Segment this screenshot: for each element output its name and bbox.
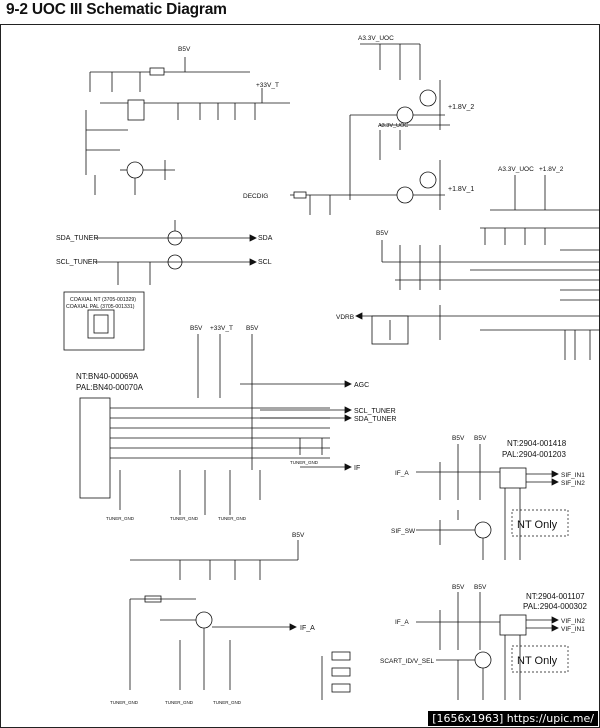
vif-section <box>416 592 559 700</box>
bottom-center-parts <box>321 651 351 700</box>
nt-only-box-2: NT Only <box>511 645 569 673</box>
vdrb-section <box>355 240 600 360</box>
scl-tuner-label: SCL_TUNER <box>56 259 98 266</box>
b5v-sif-label-a: B5V <box>452 435 465 442</box>
sda-tuner-out-label: SDA_TUNER <box>354 416 396 423</box>
coaxial-nt-label: COAXIAL NT (3705-001329) <box>70 297 136 303</box>
sda-tuner-label: SDA_TUNER <box>56 235 98 242</box>
scart-id-label: SCART_ID/V_SEL <box>380 658 434 665</box>
sif-sw-label: SIF_SW <box>391 528 416 535</box>
a33v-uoc-label-right: A3.3V_UOC <box>498 166 534 173</box>
nt-only-label-1: NT Only <box>517 519 558 531</box>
tuner-gnd-label-2: TUNER_GND <box>106 516 135 521</box>
b5v-tuner-label-a: B5V <box>190 325 203 332</box>
pal-vif-label: PAL:2904-000302 <box>523 602 587 611</box>
tuner-gnd-label-3: TUNER_GND <box>170 516 199 521</box>
nt-only-box-1: NT Only <box>511 509 569 537</box>
tuner-gnd-label-1: TUNER_GND <box>290 460 319 465</box>
vif-in2-label: VIF_IN2 <box>561 618 585 625</box>
nt-tuner-label: NT:BN40-00069A <box>76 372 139 381</box>
right-top-section <box>480 175 600 245</box>
right-bus-lines <box>560 249 600 301</box>
b5v-tuner-label-b: B5V <box>246 325 259 332</box>
tuner-gnd-label-5: TUNER_GND <box>110 700 139 705</box>
pal-sif-label: PAL:2904-001203 <box>502 450 566 459</box>
coaxial-section <box>63 291 145 351</box>
regulator-section <box>290 43 450 215</box>
nt-vif-label: NT:2904-001107 <box>526 592 585 601</box>
b5v-sif-label-b: B5V <box>474 435 487 442</box>
b5v-vif-label-a: B5V <box>452 584 465 591</box>
if-a-buffer-section <box>129 540 299 690</box>
nt-only-label-2: NT Only <box>517 655 558 667</box>
scl-tuner-out-label: SCL_TUNER <box>354 408 396 415</box>
sif-section <box>416 444 559 560</box>
tuner-gnd-label-7: TUNER_GND <box>213 700 242 705</box>
coaxial-pal-label: COAXIAL PAL (3705-001331) <box>66 304 135 310</box>
a33v-uoc-label-2: A3.3V_UOC <box>378 123 408 129</box>
tuner-gnd-label-4: TUNER_GND <box>218 516 247 521</box>
i2c-section <box>95 220 257 285</box>
tuner-section <box>79 334 352 515</box>
b5v-mid-label: B5V <box>376 230 389 237</box>
b5v-bottom-label: B5V <box>292 532 305 539</box>
vdrb-label: VDRB <box>336 314 354 321</box>
sif-in2-label: SIF_IN2 <box>561 480 585 487</box>
if-out-label: IF <box>354 465 360 472</box>
supply-section <box>85 57 290 195</box>
decdig-label: DECDIG <box>243 193 268 200</box>
watermark: [1656x1963] https://upic.me/ <box>428 711 598 726</box>
sda-out-label: SDA <box>258 235 273 242</box>
plus18v-1-label: +1.8V_1 <box>448 186 474 193</box>
tuner-gnd-label-6: TUNER_GND <box>165 700 194 705</box>
scl-out-label: SCL <box>258 259 272 266</box>
agc-label: AGC <box>354 382 369 389</box>
plus33v-t-tuner-label: +33V_T <box>210 325 233 332</box>
if-a-out-label: IF_A <box>300 625 315 632</box>
if-a-in-label: IF_A <box>395 470 409 477</box>
vif-in1-label: VIF_IN1 <box>561 626 585 633</box>
b5v-vif-label-b: B5V <box>474 584 487 591</box>
b5v-top-label: B5V <box>178 46 191 53</box>
a33v-uoc-label-1: A3.3V_UOC <box>358 35 394 42</box>
plus18v-2-label-b: +1.8V_2 <box>539 166 564 173</box>
page-title: 9-2 UOC III Schematic Diagram <box>6 1 227 18</box>
plus18v-2-label-a: +1.8V_2 <box>448 104 474 111</box>
plus33v-t-top-label: +33V_T <box>256 82 279 89</box>
if-a-in2-label: IF_A <box>395 619 409 626</box>
nt-sif-label: NT:2904-001418 <box>507 439 567 448</box>
pal-tuner-label: PAL:BN40-00070A <box>76 383 144 392</box>
sif-in1-label: SIF_IN1 <box>561 472 585 479</box>
